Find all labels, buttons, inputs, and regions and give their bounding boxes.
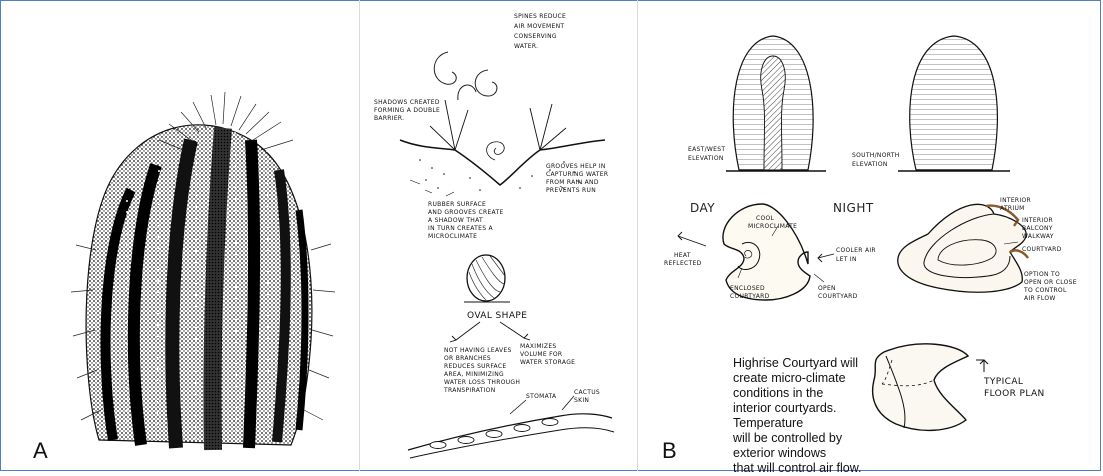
caption-line: will be controlled by — [733, 431, 933, 446]
heat-reflected-1: HEAT — [674, 252, 691, 259]
panel-a-cactus-drawing: A — [1, 0, 359, 471]
highrise-caption: Highrise Courtyard will create micro-cli… — [733, 356, 933, 476]
note-spines: SPINES REDUCE — [514, 13, 566, 20]
branch-left-6: TRANSPIRATION — [443, 387, 496, 394]
oval-shape-label: OVAL SHAPE — [467, 311, 527, 321]
interior-atrium-1: INTERIOR — [1000, 197, 1031, 204]
airflow-swirls — [434, 52, 497, 100]
panel-a-label: A — [33, 438, 48, 464]
enclosed-courtyard-1: ENCLOSED — [730, 285, 765, 292]
note-shadows-2: FORMING A DOUBLE — [374, 107, 440, 114]
heat-reflected-2: REFLECTED — [664, 260, 702, 267]
typical-floor-2: FLOOR PLAN — [984, 389, 1045, 399]
note-spines-3: CONSERVING — [514, 33, 557, 40]
caption-line: exterior windows — [733, 446, 933, 461]
branch-left-5: WATER LOSS THROUGH — [444, 379, 520, 386]
east-west-elevation — [726, 36, 826, 171]
option-note-1: OPTION TO — [1024, 271, 1060, 278]
south-north-label-1: SOUTH/NORTH — [852, 152, 900, 159]
night-label: NIGHT — [833, 201, 874, 215]
cactus-skin-1: CACTUS — [574, 389, 600, 396]
branch-right-3: WATER STORAGE — [520, 359, 575, 366]
interior-atrium-2: ATRIUM — [1000, 205, 1025, 212]
cooler-air-2: LET IN — [836, 256, 857, 263]
note-grooves-3: FROM RAIN AND — [546, 179, 599, 186]
stomata-sketch — [408, 396, 614, 458]
note-rubber-3: A SHADOW THAT — [428, 217, 483, 224]
interior-balcony-1: INTERIOR — [1022, 217, 1053, 224]
cooler-air-1: COOLER AIR — [836, 247, 876, 254]
panel-cactus-adaptation-sketches: SPINES REDUCE AIR MOVEMENT CONSERVING WA… — [360, 0, 637, 471]
south-north-elevation — [898, 36, 1010, 171]
panel-b-label: B — [662, 438, 677, 464]
typical-floor-1: TYPICAL — [983, 377, 1023, 387]
branch-left-3: REDUCES SURFACE — [444, 363, 506, 370]
caption-line: that will control air flow. — [733, 461, 933, 476]
atrium-plan — [898, 204, 1028, 292]
branch-left-4: AREA, MINIMIZING — [444, 371, 504, 378]
stomata-label: STOMATA — [526, 393, 557, 400]
south-north-label-2: ELEVATION — [852, 161, 888, 168]
cool-microclimate-1: COOL — [756, 215, 775, 222]
caption-line: Highrise Courtyard will — [733, 356, 933, 371]
branch-right-1: MAXIMIZES — [520, 343, 557, 350]
note-grooves-1: GROOVES HELP IN — [546, 163, 606, 170]
east-west-label-2: ELEVATION — [688, 155, 724, 162]
cool-microclimate-2: MICROCLIMATE — [748, 223, 797, 230]
caption-line: conditions in the — [733, 386, 933, 401]
branch-left-1: NOT HAVING LEAVES — [444, 347, 512, 354]
caption-line: create micro-climate — [733, 371, 933, 386]
note-grooves-4: PREVENTS RUN — [546, 187, 596, 194]
caption-line: Temperature — [733, 416, 933, 431]
note-rubber-2: AND GROOVES CREATE — [428, 209, 504, 216]
option-note-3: TO CONTROL — [1023, 287, 1067, 294]
branch-left-2: OR BRANCHES — [444, 355, 491, 362]
option-note-4: AIR FLOW — [1024, 295, 1056, 302]
open-courtyard-1: OPEN — [818, 285, 836, 292]
note-spines-2: AIR MOVEMENT — [514, 23, 564, 30]
note-spines-4: WATER. — [514, 43, 538, 50]
adaptation-sketch: SPINES REDUCE AIR MOVEMENT CONSERVING WA… — [360, 0, 637, 471]
barrel-cactus-illustration — [1, 0, 359, 471]
note-rubber-1: RUBBER SURFACE — [428, 201, 486, 208]
option-note-2: OPEN OR CLOSE — [1024, 279, 1077, 286]
interior-balcony-3: WALKWAY — [1022, 233, 1054, 240]
note-rubber-5: MICROCLIMATE — [428, 233, 477, 240]
branch-right-2: VOLUME FOR — [520, 351, 562, 358]
day-label: DAY — [690, 201, 715, 215]
oval-arrows — [450, 322, 530, 342]
enclosed-courtyard-2: COURTYARD — [730, 293, 770, 300]
note-rubber-4: IN TURN CREATES A — [428, 225, 494, 232]
courtyard-label: COURTYARD — [1022, 246, 1062, 253]
interior-balcony-2: BALCONY — [1022, 225, 1053, 232]
open-courtyard-2: COURTYARD — [818, 293, 858, 300]
east-west-label-1: EAST/WEST — [688, 146, 725, 153]
note-grooves-2: CAPTURING WATER — [546, 171, 608, 178]
cactus-skin-2: SKIN — [574, 397, 589, 404]
caption-line: interior courtyards. — [733, 401, 933, 416]
oval-shape-sketch — [464, 255, 510, 302]
note-shadows-3: BARRIER. — [374, 115, 404, 122]
note-shadows-1: SHADOWS CREATED — [374, 99, 440, 106]
